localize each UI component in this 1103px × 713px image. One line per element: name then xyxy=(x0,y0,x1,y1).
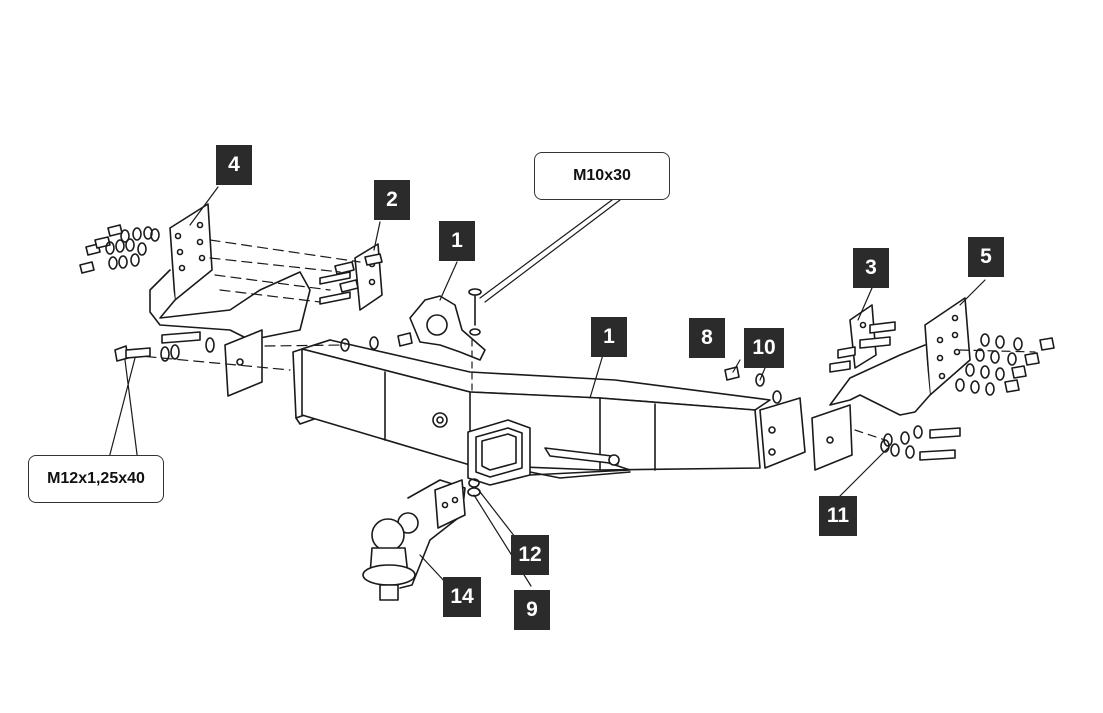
right-bracket-5 xyxy=(829,297,971,416)
callout-10: 10 xyxy=(744,328,784,368)
callout-12: 12 xyxy=(511,535,549,575)
left-fasteners xyxy=(79,224,413,371)
right-fasteners xyxy=(724,321,1055,461)
leader-lines xyxy=(107,186,986,599)
callout-5: 5 xyxy=(968,237,1004,277)
spec-text-m10x30: M10x30 xyxy=(573,167,631,184)
callout-4: 4 xyxy=(216,145,252,185)
callout-1-beam: 1 xyxy=(591,317,627,357)
right-mount-plate xyxy=(811,404,853,471)
spec-label-m10x30: M10x30 xyxy=(534,152,670,200)
spec-label-m12x125x40: M12x1,25x40 xyxy=(28,455,164,503)
right-plate-3 xyxy=(849,304,877,369)
callout-2: 2 xyxy=(374,180,410,220)
callout-1-bracket: 1 xyxy=(439,221,475,261)
callout-9: 9 xyxy=(514,590,550,630)
receiver-hitch xyxy=(467,419,620,486)
main-crossbar xyxy=(292,339,806,479)
left-bracket-4 xyxy=(149,203,311,341)
left-mount-plate xyxy=(224,329,263,397)
spec-text-m12x125x40: M12x1,25x40 xyxy=(47,470,145,487)
ball-mount-14 xyxy=(362,478,481,601)
callout-8: 8 xyxy=(689,318,725,358)
socket-bracket-1 xyxy=(409,288,486,393)
callout-14: 14 xyxy=(443,577,481,617)
callout-3: 3 xyxy=(853,248,889,288)
callout-11: 11 xyxy=(819,496,857,536)
